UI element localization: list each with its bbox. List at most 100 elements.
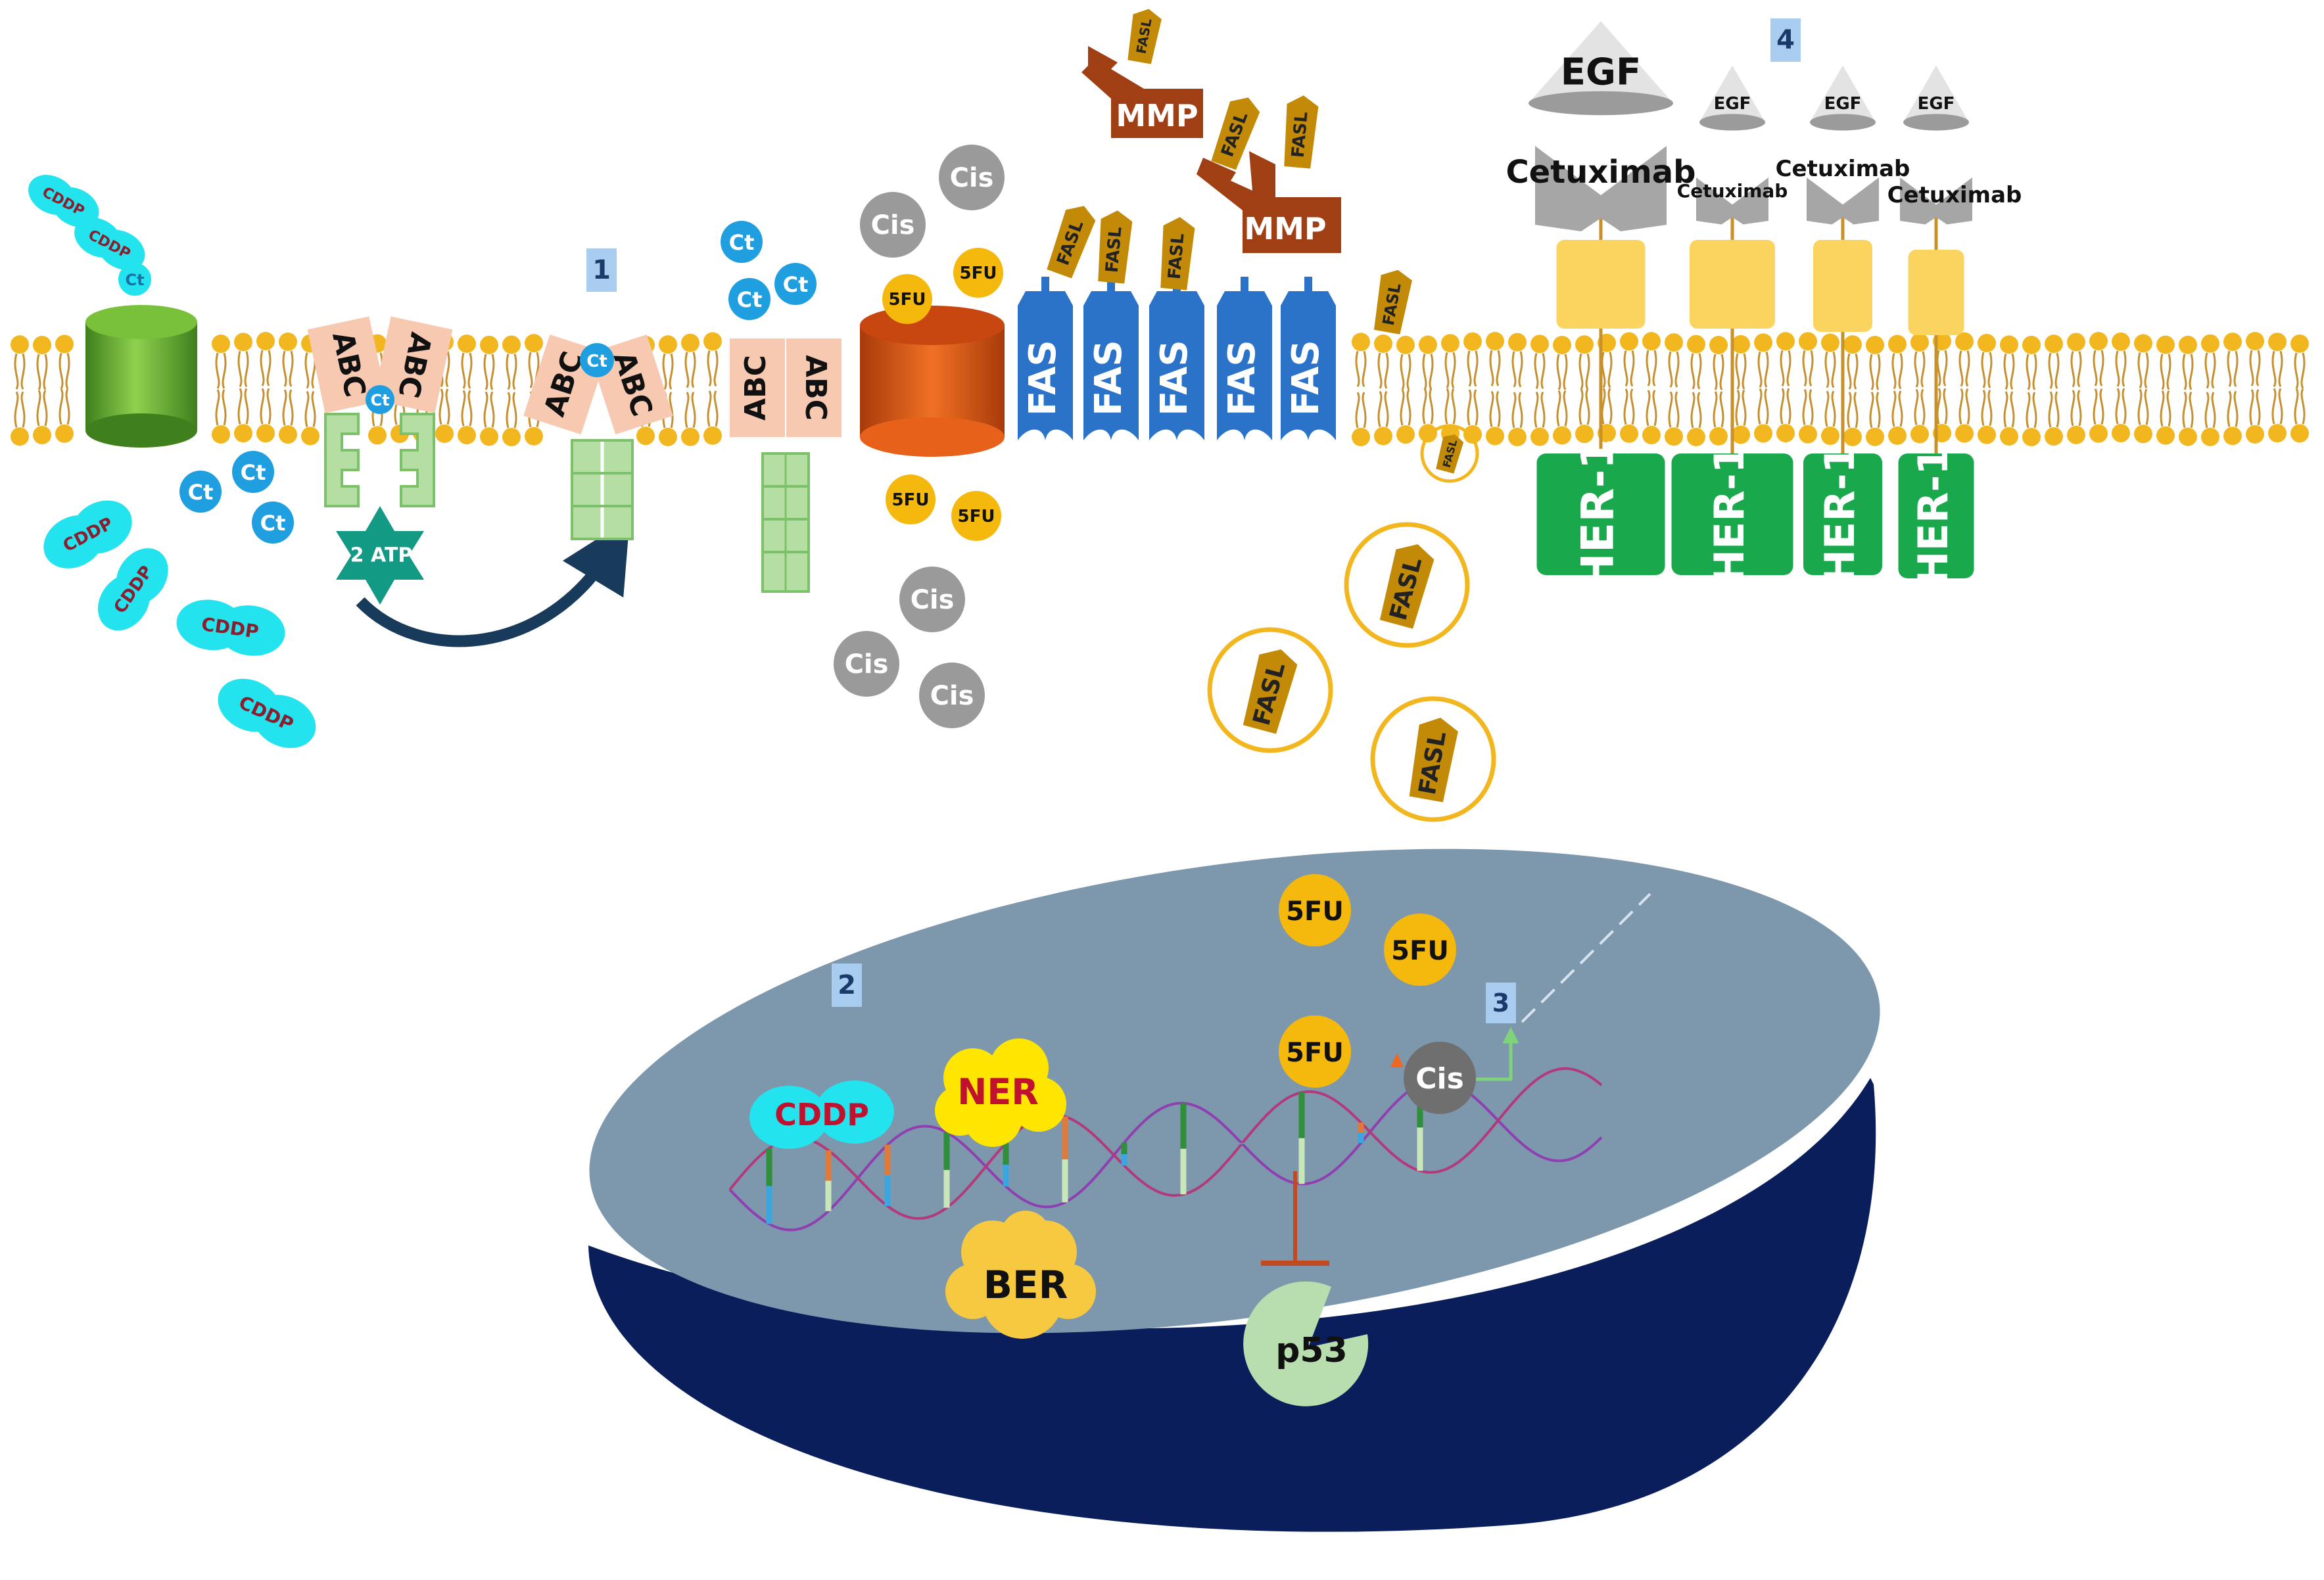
her-1-label: HER-1 xyxy=(1909,447,1957,586)
lipid-tail xyxy=(662,353,674,390)
lipid-head xyxy=(1553,426,1571,445)
lipid-head xyxy=(2022,427,2041,446)
mmp-enzyme: MMP xyxy=(1081,46,1203,138)
lipid-head xyxy=(279,333,297,352)
fu-molecule: 5FU xyxy=(953,248,1003,298)
cddp-label: CDDP xyxy=(774,1097,869,1132)
lipid-head xyxy=(2223,427,2242,446)
lipid-tail xyxy=(2137,352,2149,389)
lipid-head xyxy=(212,425,230,444)
lipid-tail xyxy=(1936,350,1948,386)
lipid-tail xyxy=(1690,392,1702,429)
fas-label: FAS xyxy=(1153,340,1196,416)
ner-label: NER xyxy=(957,1071,1039,1113)
lipid-tail xyxy=(684,391,696,429)
lipid-tail xyxy=(2026,392,2037,429)
lipid-tail xyxy=(1891,390,1903,427)
lipid-head xyxy=(1776,332,1795,351)
lipid-head xyxy=(2089,332,2108,351)
lipid-tail xyxy=(282,389,294,426)
fasl-ligand: FASL xyxy=(1373,269,1412,335)
lipid-tail xyxy=(59,388,70,425)
lipid-tail xyxy=(260,350,272,386)
fasl-vesicle: FASL xyxy=(1207,627,1333,753)
lipid-head xyxy=(480,335,498,354)
fasl-ligand: FASL xyxy=(1127,9,1162,64)
lipid-tail xyxy=(506,354,517,390)
lipid-tail xyxy=(2048,352,2060,389)
lipid-head xyxy=(1642,426,1661,445)
lipid-head xyxy=(502,335,521,354)
lipid-tail xyxy=(2093,388,2104,425)
abc-label: ABC xyxy=(739,355,772,421)
lipid-head xyxy=(1419,335,1437,354)
ct-molecule: Ct xyxy=(580,343,614,377)
cddp-molecule: CDDP xyxy=(74,218,145,270)
cddp-adduct: CDDP xyxy=(749,1080,894,1149)
lipid-tail xyxy=(2115,388,2127,425)
fu-label: 5FU xyxy=(960,264,997,283)
lipid-tail xyxy=(1981,352,1993,388)
lipid-tail xyxy=(461,390,473,427)
lipid-head xyxy=(458,426,476,445)
lipid-tail xyxy=(1422,354,1434,390)
lipid-tail xyxy=(2070,390,2082,427)
lipid-tail xyxy=(483,391,495,428)
lipid-head xyxy=(1709,335,1728,354)
lipid-tail xyxy=(14,391,26,428)
fu-label: 5FU xyxy=(958,507,995,526)
fas-label: FAS xyxy=(1221,340,1264,416)
lipid-tail xyxy=(2294,352,2306,389)
lipid-head xyxy=(11,335,29,354)
lipid-head xyxy=(256,424,275,443)
lipid-head xyxy=(435,424,454,443)
lipid-head xyxy=(2223,333,2242,352)
nucleus: 2 xyxy=(588,848,1880,1532)
ct-molecule: Ct xyxy=(232,451,274,493)
lipid-tail xyxy=(1713,391,1724,428)
lipid-tail xyxy=(1914,351,1926,388)
step-4-egfr-cetuximab: 4 HER-1EGFCetuximabHER-1EGFCetuximabHER-… xyxy=(1506,18,2022,590)
cis-molecule: Cis xyxy=(899,567,965,632)
lipid-tail xyxy=(1713,354,1724,390)
lipid-head xyxy=(458,334,476,353)
lipid-tail xyxy=(2204,392,2216,429)
abc-transporter-open: ABC ABC Ct 2 ATP xyxy=(307,316,453,605)
lipid-tail xyxy=(2003,353,2015,390)
lipid-tail xyxy=(1847,392,1859,429)
lipid-head xyxy=(659,427,677,446)
ber-complex: BER xyxy=(945,1211,1096,1339)
lipid-head xyxy=(2134,425,2152,444)
cis-label: Cis xyxy=(930,681,974,711)
lipid-tail xyxy=(260,388,272,425)
fasl-vesicle: FASL xyxy=(1370,696,1496,822)
lipid-head xyxy=(659,335,677,354)
lipid-tail xyxy=(1489,350,1501,386)
lipid-tail xyxy=(1601,352,1613,388)
lipid-head xyxy=(2290,424,2309,443)
lipid-head xyxy=(1866,335,1884,354)
cetuximab-label: Cetuximab xyxy=(1506,154,1696,191)
cis-molecule: Cis xyxy=(939,145,1005,210)
atp-label: 2 ATP xyxy=(350,544,413,567)
cetuximab-label: Cetuximab xyxy=(1776,156,1910,182)
fasl-vesicle: FASL xyxy=(1344,522,1470,648)
lipid-head xyxy=(2067,425,2085,444)
lipid-tail xyxy=(1958,388,1970,425)
lipid-head xyxy=(1888,426,1907,445)
lipid-head xyxy=(1910,333,1929,352)
lipid-tail xyxy=(2048,391,2060,428)
lipid-head xyxy=(1486,427,1504,446)
lipid-tail xyxy=(2227,390,2239,427)
lipid-head xyxy=(2067,333,2085,352)
p53-label: p53 xyxy=(1275,1331,1348,1370)
lipid-head xyxy=(2201,334,2219,353)
her-1-label: HER-1 xyxy=(1816,445,1864,584)
cis-label: Cis xyxy=(1415,1062,1464,1096)
lipid-head xyxy=(2000,335,2018,354)
lipid-tail xyxy=(1668,351,1680,388)
lipid-tail xyxy=(1556,354,1568,390)
lipid-tail xyxy=(2137,388,2149,425)
